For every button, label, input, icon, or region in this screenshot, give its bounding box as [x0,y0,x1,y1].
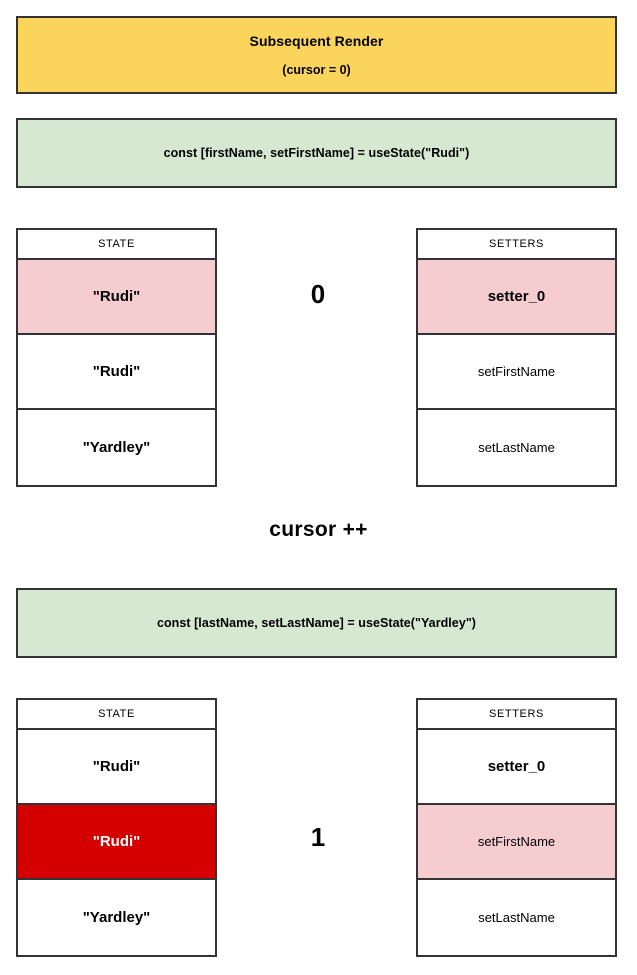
state-table-header: STATE [18,230,215,260]
cursor-value-step-1: 0 [310,279,326,309]
code-block-first-name: const [firstName, setFirstName] = useSta… [16,118,617,188]
code-block-last-name: const [lastName, setLastName] = useState… [16,588,617,658]
state-cell-1: "Rudi" [18,335,215,410]
setters-table-step-2: SETTERS setter_0 setFirstName setLastNam… [416,698,617,957]
cursor-value-step-2: 1 [310,822,326,852]
setters-cell-1: setFirstName [418,805,615,880]
code-text: const [lastName, setLastName] = useState… [156,616,477,630]
render-phase-title: Subsequent Render [249,33,384,49]
setters-table-step-1: SETTERS setter_0 setFirstName setLastNam… [416,228,617,487]
setters-cell-2: setLastName [418,410,615,485]
setters-table-header: SETTERS [418,700,615,730]
state-cell-2: "Yardley" [18,880,215,955]
state-table-header: STATE [18,700,215,730]
setters-cell-2: setLastName [418,880,615,955]
setters-cell-1: setFirstName [418,335,615,410]
state-table-step-2: STATE "Rudi" "Rudi" "Yardley" [16,698,217,957]
state-table-step-1: STATE "Rudi" "Rudi" "Yardley" [16,228,217,487]
state-cell-0: "Rudi" [18,730,215,805]
setters-cell-0: setter_0 [418,260,615,335]
code-text: const [firstName, setFirstName] = useSta… [163,146,470,160]
state-cell-0: "Rudi" [18,260,215,335]
setters-cell-0: setter_0 [418,730,615,805]
cursor-increment-label: cursor ++ [269,518,368,541]
state-cell-1: "Rudi" [18,805,215,880]
render-phase-cursor-value: (cursor = 0) [282,63,351,77]
render-phase-banner: Subsequent Render (cursor = 0) [16,16,617,94]
setters-table-header: SETTERS [418,230,615,260]
state-cell-2: "Yardley" [18,410,215,485]
